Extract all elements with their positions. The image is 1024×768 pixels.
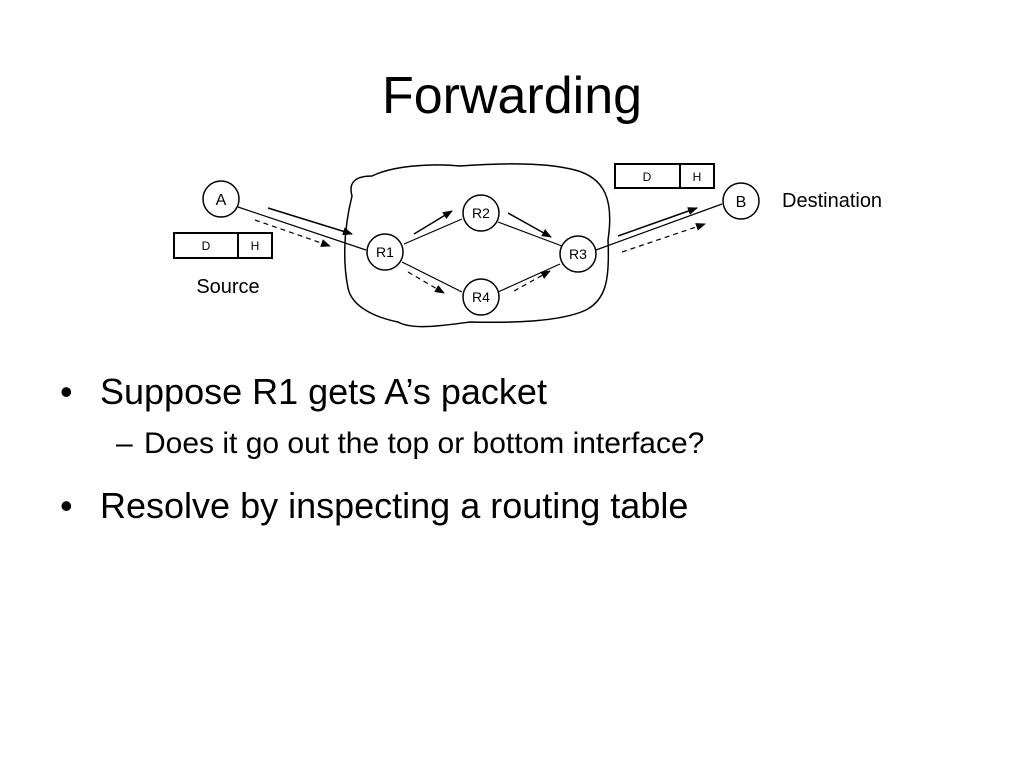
source-packet-header-label: H (251, 239, 260, 253)
destination-packet: D H (614, 163, 715, 189)
source-label: Source (196, 276, 259, 298)
node-r3-label: R3 (569, 246, 587, 262)
node-b: B (722, 182, 760, 220)
source-packet-data-label: D (202, 239, 211, 253)
arrow-a-r1-solid (267, 207, 353, 236)
link-r1-r2 (403, 218, 463, 245)
destination-packet-data-label: D (643, 170, 652, 184)
link-r1-r4 (401, 261, 463, 293)
bullet-list: Suppose R1 gets A’s packet – Does it go … (56, 370, 704, 528)
link-a-r1 (237, 206, 367, 251)
node-a: A (202, 180, 240, 218)
node-r4: R4 (462, 278, 500, 316)
bullet-text: Suppose R1 gets A’s packet (100, 371, 547, 412)
destination-packet-header-label: H (693, 170, 702, 184)
link-r4-r3 (497, 263, 561, 293)
bullet-item: Resolve by inspecting a routing table (56, 484, 704, 528)
slide-title: Forwarding (381, 67, 643, 125)
source-packet: D H (173, 232, 273, 259)
node-r4-label: R4 (472, 289, 490, 305)
arrow-r4-r3-dashed (513, 270, 551, 292)
node-b-label: B (736, 194, 747, 211)
node-a-label: A (216, 192, 227, 209)
link-r2-r3 (497, 221, 563, 247)
bullet-text: Resolve by inspecting a routing table (100, 485, 689, 526)
destination-label: Destination (782, 190, 882, 212)
node-r2: R2 (462, 194, 500, 232)
arrow-r3-b-dashed (621, 223, 706, 253)
arrow-r2-r3-solid (507, 212, 552, 238)
sub-bullet-item: – Does it go out the top or bottom inter… (56, 424, 704, 464)
dash-marker: – (116, 427, 133, 460)
network-diagram: A B R1 R2 R3 R4 D H D H Source Destinati… (173, 163, 882, 328)
node-r1: R1 (366, 233, 404, 271)
arrow-r1-r4-dashed (407, 271, 445, 294)
node-r2-label: R2 (472, 205, 490, 221)
link-r3-b (595, 203, 723, 251)
arrow-r1-r2-solid (413, 210, 453, 235)
sub-bullet-text: Does it go out the top or bottom interfa… (144, 427, 705, 460)
node-r1-label: R1 (376, 244, 394, 260)
node-r3: R3 (559, 235, 597, 273)
bullet-item: Suppose R1 gets A’s packet (56, 370, 704, 414)
arrow-r3-b-solid (617, 207, 698, 237)
arrow-a-r1-dashed (254, 219, 331, 247)
network-cloud (344, 163, 611, 328)
